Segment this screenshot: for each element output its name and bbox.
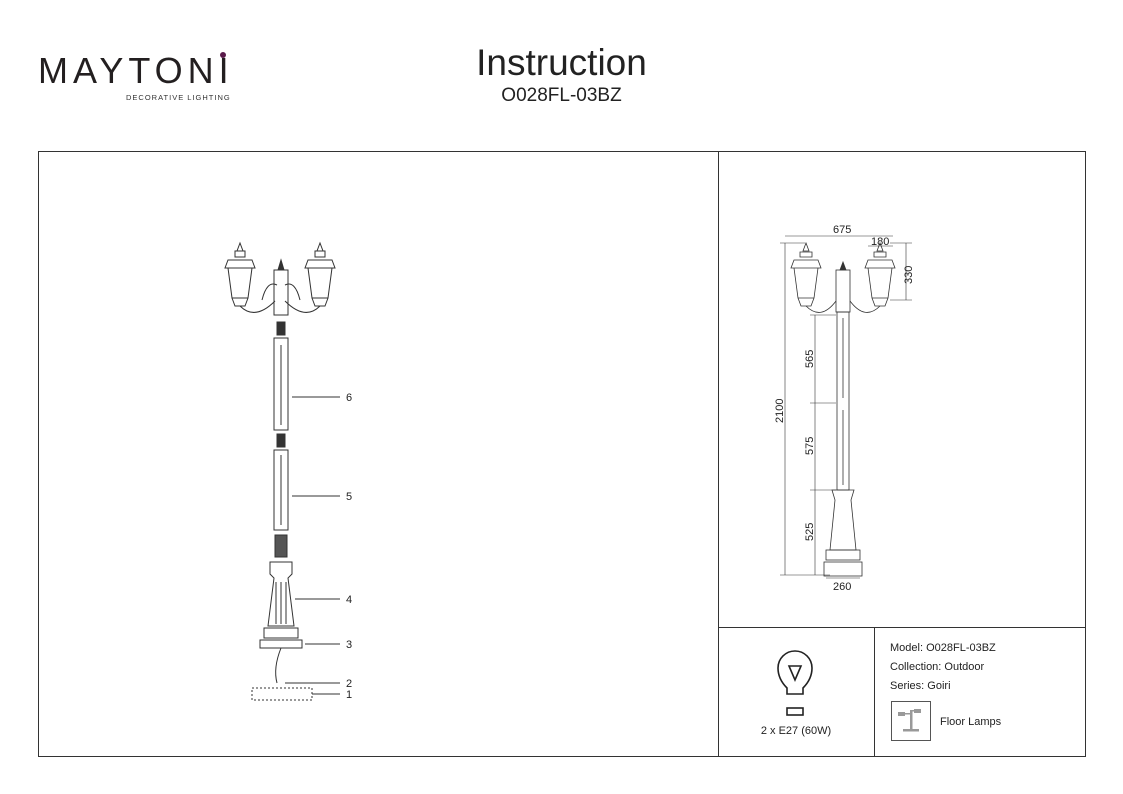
part-label-2: 2 (346, 678, 352, 690)
brand-name: MAYTONI (38, 50, 234, 91)
dimension-drawing: 675 180 330 2100 565 575 525 260 (774, 224, 915, 593)
dim-675: 675 (833, 224, 851, 236)
dim-575: 575 (804, 437, 816, 455)
lantern-right (304, 241, 336, 307)
ground-part-1 (251, 687, 313, 701)
collection-info: Collection: Outdoor (890, 661, 985, 673)
dim-2100: 2100 (774, 399, 786, 423)
wire-part-2 (275, 647, 282, 684)
part-label-5: 5 (346, 491, 352, 503)
dim-180: 180 (871, 236, 889, 248)
model-info: Model: O028FL-03BZ (890, 642, 996, 654)
part-label-4: 4 (346, 594, 352, 606)
divider-horizontal (718, 627, 1085, 628)
thread (274, 534, 288, 558)
page-title: Instruction (476, 42, 647, 83)
coupler-top (276, 321, 286, 336)
part-label-6: 6 (346, 392, 352, 404)
dim-260: 260 (833, 581, 851, 593)
base-part-4 (267, 561, 295, 627)
base-plate (263, 627, 299, 639)
bulb-spec: 2 x E27 (60W) (760, 725, 832, 737)
assembly-drawing: 6 5 4 3 2 1 (224, 241, 352, 701)
model-code: O028FL-03BZ (501, 85, 622, 106)
category-label: Floor Lamps (940, 716, 1002, 728)
dim-330: 330 (903, 266, 915, 284)
divider-vertical (718, 151, 719, 756)
series-info: Series: Goiri (890, 680, 951, 692)
lantern-left (224, 241, 256, 307)
pole-part-5 (273, 449, 289, 531)
part-label-1: 1 (346, 689, 352, 701)
part-label-3: 3 (346, 639, 352, 651)
arms (239, 283, 321, 313)
logo-dot (220, 52, 226, 58)
floor-lamp-icon (891, 701, 931, 741)
brand-tagline: DECORATIVE LIGHTING (126, 93, 231, 102)
dim-565: 565 (804, 350, 816, 368)
center-hub (273, 269, 289, 316)
brand-logo: MAYTONI (38, 50, 234, 92)
dim-525: 525 (804, 523, 816, 541)
light-bulb-icon (777, 650, 813, 716)
main-frame (38, 151, 1086, 757)
pole-part-6 (273, 337, 289, 431)
part-3 (259, 639, 303, 649)
coupler-mid (276, 433, 286, 448)
divider-info (874, 627, 875, 756)
